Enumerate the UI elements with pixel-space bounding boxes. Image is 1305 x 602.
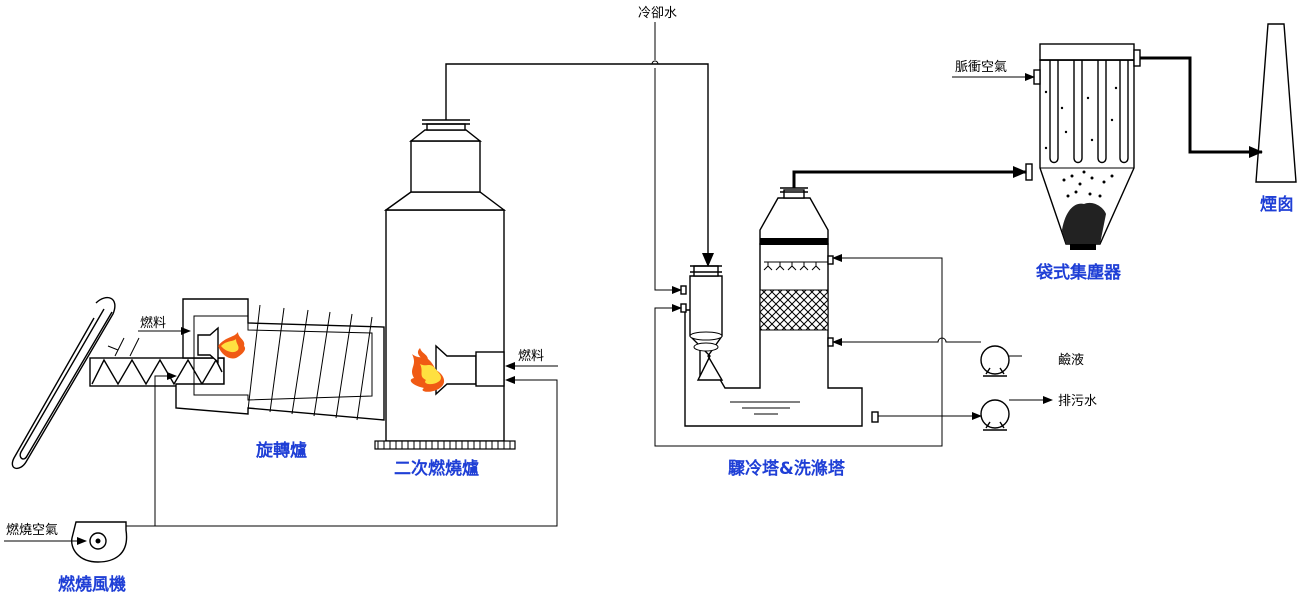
combustion-fan bbox=[4, 521, 128, 563]
secondary-combustor bbox=[374, 119, 558, 450]
combustion-air-label: 燃燒空氣 bbox=[6, 522, 58, 538]
quench-scrubber-unit bbox=[680, 187, 879, 427]
kiln-fuel-label: 燃料 bbox=[140, 315, 166, 331]
blowdown-pump bbox=[980, 399, 1010, 431]
chimney-label: 煙囪 bbox=[1260, 194, 1294, 215]
combustion-fan-label: 燃燒風機 bbox=[58, 574, 126, 595]
caustic-pump bbox=[980, 345, 1022, 377]
caustic-label: 鹼液 bbox=[1058, 352, 1084, 368]
combustor-flame bbox=[410, 348, 445, 392]
feed-elevator bbox=[11, 296, 116, 469]
piping bbox=[126, 22, 1263, 527]
pulse-air-label: 脈衝空氣 bbox=[955, 60, 1007, 75]
chimney bbox=[1255, 23, 1297, 183]
cooling-water-label: 冷卻水 bbox=[638, 6, 677, 21]
quench-scrubber-label: 驟冷塔&洗滌塔 bbox=[728, 458, 846, 479]
secondary-combustor-label: 二次燃燒爐 bbox=[394, 458, 479, 479]
combustor-fuel-label: 燃料 bbox=[518, 348, 544, 364]
rotary-kiln-label: 旋轉爐 bbox=[255, 440, 307, 461]
bag-filter bbox=[1025, 43, 1141, 250]
rotary-kiln bbox=[138, 298, 385, 421]
bag-filter-label: 袋式集塵器 bbox=[1035, 262, 1122, 283]
kiln-flame bbox=[218, 332, 246, 359]
blowdown-label: 排污水 bbox=[1058, 394, 1097, 409]
